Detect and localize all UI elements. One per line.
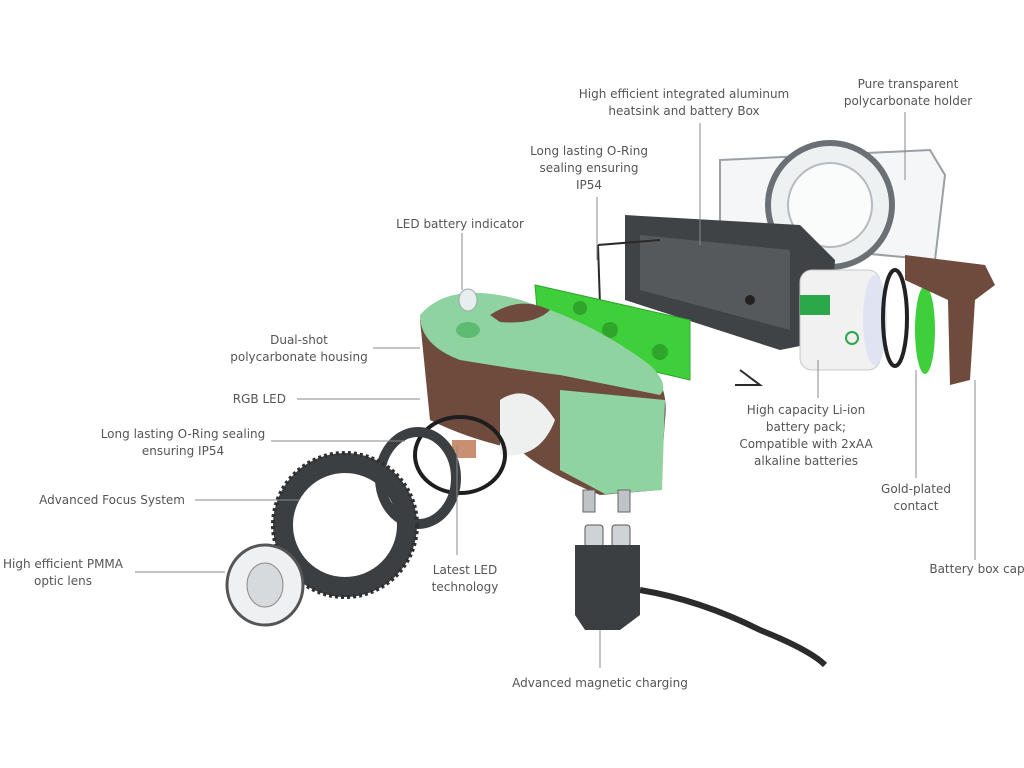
label-oring-top: Long lasting O-Ring sealing ensuring IP5… [530,143,648,194]
label-line: polycarbonate housing [230,350,368,364]
label-rgb-led: RGB LED [233,391,286,408]
front-o-ring [413,415,507,495]
battery-box-cap [905,255,995,385]
label-focus-system: Advanced Focus System [39,492,185,509]
label-battery-box-cap: Battery box cap [929,561,1024,578]
label-line: High capacity Li-ion [746,403,866,417]
housing [420,288,666,495]
label-heatsink: High efficient integrated aluminum heats… [579,86,790,120]
label-line: alkaline batteries [754,454,858,468]
label-line: High efficient integrated aluminum [578,87,790,101]
battery-o-ring [881,268,909,368]
label-line: technology [431,580,499,594]
label-line: Gold-plated [881,482,951,496]
label-line: Long lasting O-Ring [530,144,648,158]
heatsink-battery-box [625,215,835,350]
label-line: Long lasting O-Ring sealing [100,427,266,441]
battery-pack [799,269,887,371]
label-line: polycarbonate holder [843,94,973,108]
label-line: Advanced magnetic charging [512,676,688,690]
label-line: Pure transparent [857,77,959,91]
label-line: contact [893,499,939,513]
label-gold-contact: Gold-plated contact [881,481,951,515]
label-line: Compatible with 2xAA [739,437,873,451]
label-optic-lens: High efficient PMMA optic lens [3,556,123,590]
label-oring-front: Long lasting O-Ring sealing ensuring IP5… [101,426,266,460]
label-housing: Dual-shot polycarbonate housing [230,332,367,366]
charging-cable [639,587,828,668]
label-line: sealing ensuring [539,161,639,175]
focus-ring [273,453,417,597]
leader-lines [135,112,976,668]
label-line: ensuring IP54 [141,444,225,458]
label-line: IP54 [575,178,603,192]
label-magnetic-charging: Advanced magnetic charging [512,675,688,692]
label-battery-pack: High capacity Li-ion battery pack; Compa… [739,402,872,470]
led-chip [452,440,476,458]
label-line: Advanced Focus System [39,493,185,507]
magnetic-charger [575,545,640,630]
gold-plated-contact [915,286,935,374]
label-line: LED battery indicator [396,217,524,231]
label-line: Dual-shot [270,333,328,347]
label-line: RGB LED [232,392,286,406]
label-led-technology: Latest LED technology [432,562,499,596]
label-line: heatsink and battery Box [608,104,760,118]
label-line: Latest LED [432,563,498,577]
label-transparent-holder: Pure transparent polycarbonate holder [844,76,972,110]
label-line: High efficient PMMA [3,557,123,571]
battery-indicator-lens [458,288,478,312]
label-line: Battery box cap [929,562,1024,576]
label-line: optic lens [34,574,92,588]
label-battery-indicator: LED battery indicator [396,216,524,233]
label-line: battery pack; [765,420,847,434]
